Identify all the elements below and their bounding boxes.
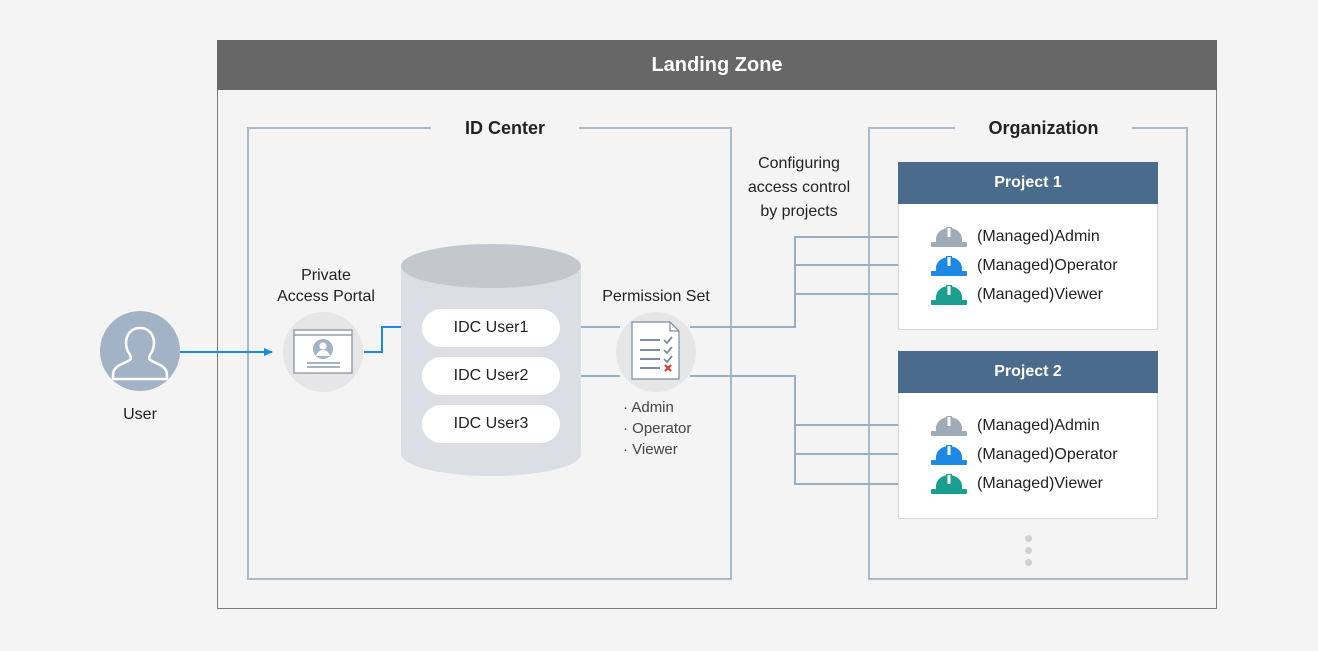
user-avatar xyxy=(100,311,180,391)
project-roles: (Managed)Admin (Managed)Operator (Manage… xyxy=(898,393,1158,519)
project-roles: (Managed)Admin (Managed)Operator (Manage… xyxy=(898,204,1158,330)
organization-title: Organization xyxy=(955,117,1132,139)
role-label: (Managed)Operator xyxy=(977,446,1118,463)
idc-user-3: IDC User3 xyxy=(422,405,560,443)
landing-zone-title: Landing Zone xyxy=(651,53,783,76)
role-operator: (Managed)Operator xyxy=(931,254,1118,278)
landing-zone-header: Landing Zone xyxy=(217,40,1217,90)
portal-label-line1: Private xyxy=(301,267,351,284)
annotation-line2: access control xyxy=(747,179,851,196)
permission-item: · Operator xyxy=(623,420,692,437)
role-label: (Managed)Viewer xyxy=(977,286,1103,303)
more-projects-dot xyxy=(1025,535,1032,542)
access-control-annotation: Configuring access control by projects xyxy=(729,152,869,224)
idc-user-2: IDC User2 xyxy=(422,357,560,395)
more-projects-dot xyxy=(1025,559,1032,566)
role-label: (Managed)Operator xyxy=(977,257,1118,274)
hard-hat-admin-icon xyxy=(931,227,967,247)
annotation-line3: by projects xyxy=(760,203,838,220)
role-label: (Managed)Admin xyxy=(977,228,1100,245)
hard-hat-admin-icon xyxy=(931,416,967,436)
user-icon xyxy=(100,311,180,391)
role-admin: (Managed)Admin xyxy=(931,414,1100,438)
project-header: Project 2 xyxy=(898,351,1158,393)
hard-hat-viewer-icon xyxy=(931,285,967,305)
id-center-title: ID Center xyxy=(431,117,579,139)
project-header: Project 1 xyxy=(898,162,1158,204)
permission-set-title: Permission Set xyxy=(602,288,710,305)
more-projects-dot xyxy=(1025,547,1032,554)
permission-item: · Admin xyxy=(623,399,674,416)
permission-set-list: · Admin · Operator · Viewer xyxy=(623,397,723,460)
project-name: Project 2 xyxy=(994,363,1062,380)
portal-label: Private Access Portal xyxy=(256,265,396,307)
checklist-document-icon xyxy=(616,312,696,392)
permission-item: · Viewer xyxy=(623,441,678,458)
browser-window-icon xyxy=(283,312,363,392)
role-operator: (Managed)Operator xyxy=(931,443,1118,467)
annotation-line1: Configuring xyxy=(758,155,840,172)
project-card-1: Project 1 (Managed)Admin (Managed)Operat… xyxy=(898,162,1158,330)
portal-node xyxy=(283,312,363,392)
portal-label-line2: Access Portal xyxy=(277,288,375,305)
hard-hat-operator-icon xyxy=(931,256,967,276)
hard-hat-viewer-icon xyxy=(931,474,967,494)
project-name: Project 1 xyxy=(994,174,1062,191)
role-label: (Managed)Admin xyxy=(977,417,1100,434)
role-label: (Managed)Viewer xyxy=(977,475,1103,492)
role-viewer: (Managed)Viewer xyxy=(931,283,1103,307)
role-admin: (Managed)Admin xyxy=(931,225,1100,249)
permission-set-node xyxy=(616,312,696,392)
hard-hat-operator-icon xyxy=(931,445,967,465)
project-card-2: Project 2 (Managed)Admin (Managed)Operat… xyxy=(898,351,1158,519)
role-viewer: (Managed)Viewer xyxy=(931,472,1103,496)
idc-user-1: IDC User1 xyxy=(422,309,560,347)
user-label: User xyxy=(123,406,157,423)
